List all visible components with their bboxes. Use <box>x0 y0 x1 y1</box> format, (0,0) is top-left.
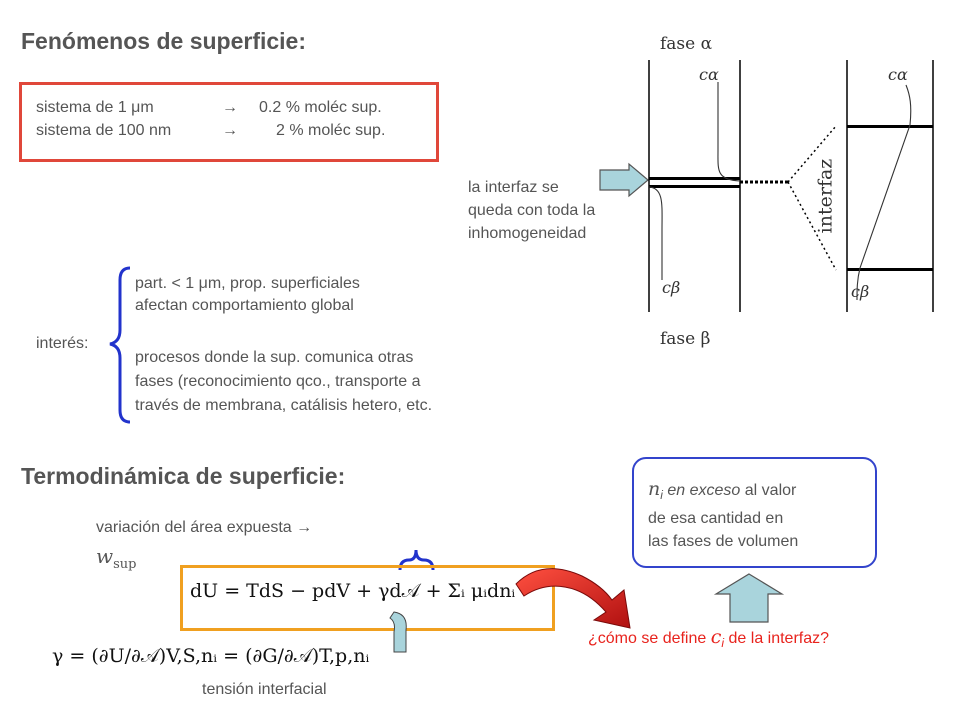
area-variation-text: variación del área expuesta → <box>96 519 313 536</box>
phase-beta-label: fase β <box>660 329 711 349</box>
w-symbol: w <box>96 544 114 568</box>
excess-definition-text: ni en exceso al valor de esa cantidad en… <box>648 478 798 553</box>
interest-label: interés: <box>36 335 89 352</box>
block-arrow-right-icon <box>599 162 649 198</box>
system-row-2-value: 2 % moléc sup. <box>276 122 386 139</box>
interest-item-line: afectan comportamiento global <box>135 297 354 314</box>
excess-line-1-rest: al valor <box>744 482 797 499</box>
c-alpha-right-label: cα <box>888 65 908 84</box>
interfacial-tension-label: tensión interfacial <box>202 681 327 698</box>
curved-arrow-icon <box>389 611 407 653</box>
section-title-surface-thermodynamics: Termodinámica de superficie: <box>21 463 346 489</box>
interface-profile-figure <box>648 60 934 312</box>
curly-brace-icon <box>109 266 131 424</box>
question-post: de la interfaz? <box>728 630 830 647</box>
c-beta-right-label: cβ <box>851 282 870 301</box>
interface-note-line: queda con toda la <box>468 202 596 219</box>
section-title-surface-phenomena: Fenómenos de superficie: <box>21 28 307 54</box>
c-beta-left-label: cβ <box>662 278 681 297</box>
arrow-right-icon: → <box>222 99 238 116</box>
w-sup-symbol: wsup <box>96 544 137 572</box>
excess-line-2: de esa cantidad en <box>648 510 784 528</box>
system-size-box <box>19 82 439 162</box>
gamma-definition: γ = (∂U/∂𝒜)V,S,nᵢ = (∂G/∂𝒜)T,p,nᵢ <box>52 645 370 667</box>
interest-item-line: part. < 1 μm, prop. superficiales <box>135 275 360 292</box>
curved-red-arrow-icon <box>515 568 631 629</box>
block-arrow-up-icon <box>713 573 785 623</box>
question-pre: ¿cómo se define <box>588 630 707 647</box>
system-row-1-value: 0.2 % moléc sup. <box>259 99 382 116</box>
interface-note-line: inhomogeneidad <box>468 225 587 242</box>
n-symbol: n <box>648 478 661 500</box>
interest-item-line: procesos donde la sup. comunica otras <box>135 349 414 366</box>
c-symbol: c <box>710 626 722 648</box>
excess-line-3: las fases de volumen <box>648 533 799 551</box>
phase-alpha-label: fase α <box>660 34 713 54</box>
interest-item-2: procesos donde la sup. comunica otras fa… <box>135 346 432 418</box>
interface-note: la interfaz se queda con toda la inhomog… <box>468 176 595 245</box>
interest-item-1: part. < 1 μm, prop. superficiales afecta… <box>135 273 360 317</box>
question-text: ¿cómo se define ci de la interfaz? <box>588 626 829 650</box>
fundamental-equation-box <box>180 565 555 631</box>
system-row-1-label: sistema de 1 μm <box>36 99 154 116</box>
excess-definition-box <box>632 457 877 568</box>
arrow-right-icon: → <box>222 122 238 139</box>
interface-note-line: la interfaz se <box>468 179 559 196</box>
interest-item-line: fases (reconocimiento qco., transporte a <box>135 373 421 390</box>
fundamental-equation: dU = TdS − pdV + γd𝒜 + Σᵢ μᵢdnᵢ <box>190 580 516 602</box>
n-subscript: i <box>660 488 663 503</box>
brace-top-icon <box>398 549 435 571</box>
w-subscript: sup <box>113 557 137 572</box>
interface-label: interfaz <box>814 158 837 234</box>
excess-line-1: ni en exceso al valor <box>648 478 798 507</box>
system-row-2-label: sistema de 100 nm <box>36 122 172 139</box>
excess-emphasis: en exceso <box>667 482 741 499</box>
c-subscript: i <box>721 636 725 651</box>
interest-item-line: través de membrana, catálisis hetero, et… <box>135 397 433 414</box>
c-alpha-left-label: cα <box>699 65 719 84</box>
